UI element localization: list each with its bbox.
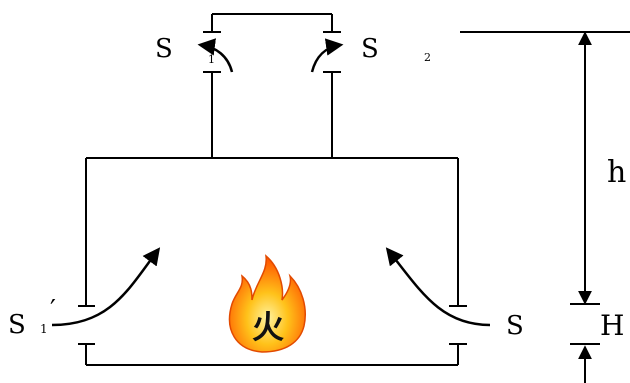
height-dimension	[460, 31, 630, 383]
label-s-right: S	[506, 311, 524, 341]
label-s1: S	[155, 34, 173, 64]
fire-icon: 火	[228, 254, 306, 353]
label-height-H: H	[600, 309, 624, 342]
chimney-pipes	[203, 71, 341, 158]
airflow-arrow-s1	[197, 38, 234, 73]
label-s2-subscript: 2	[424, 51, 431, 64]
airflow-arrow-s2	[310, 38, 344, 73]
label-s1-prime-mark: ′	[50, 295, 56, 325]
furnace-box	[78, 157, 467, 366]
airflow-arrow-s-right	[385, 247, 491, 327]
label-s1-prime: S	[8, 310, 26, 340]
label-s1-prime-subscript: 1	[40, 322, 48, 336]
airflow-arrow-s1-prime	[51, 247, 161, 327]
fire-character: 火	[252, 308, 284, 346]
label-height-h: h	[607, 155, 626, 190]
label-s1-subscript: 1	[208, 53, 215, 66]
top-connector	[203, 13, 341, 33]
label-s2: S	[361, 34, 379, 64]
